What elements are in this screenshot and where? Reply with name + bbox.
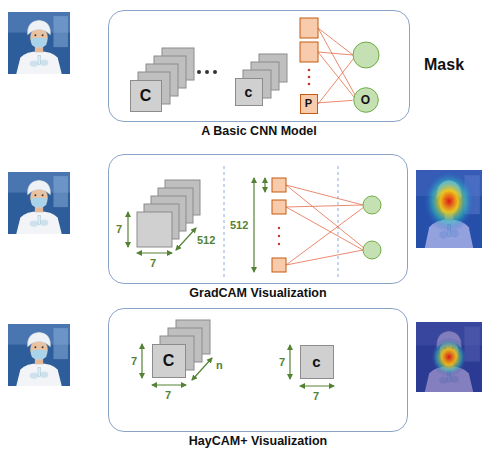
- feature-map-stack: [137, 180, 200, 247]
- dense-connections-part: [318, 28, 355, 95]
- dimension-arrows-part: [300, 385, 334, 386]
- dimension-arrows-part: [137, 252, 172, 253]
- dense-connections-part: [286, 207, 363, 250]
- dense-connections: [318, 28, 355, 104]
- panel-caption: A Basic CNN Model: [89, 124, 429, 138]
- neuron-column-part: [272, 178, 286, 192]
- separator-lines: [224, 166, 338, 278]
- class-label: Mask: [424, 58, 464, 71]
- output-neurons-part: [363, 241, 381, 259]
- dimension-arrows: [142, 344, 334, 386]
- dense-connections-part: [286, 250, 363, 265]
- dimension-label: 7: [313, 390, 319, 403]
- shape-label: O: [361, 94, 370, 106]
- output-neuron: [353, 42, 379, 68]
- panel-caption: GradCAM Visualization: [89, 286, 427, 300]
- neuron-column-part: [300, 42, 318, 62]
- input-photo: [8, 12, 70, 74]
- feature-map: c: [235, 78, 263, 106]
- dimension-label: 7: [279, 356, 285, 369]
- feature-map: c: [300, 345, 334, 379]
- dimension-label: n: [216, 359, 223, 372]
- dimension-arrows-part: [264, 178, 265, 192]
- dense-connections-part: [286, 185, 364, 248]
- neuron-column-part: [272, 200, 286, 214]
- neuron-circle: [353, 87, 378, 112]
- haycam-heatmap: [416, 322, 482, 392]
- vertical-dots-part: [308, 76, 311, 79]
- feature-map-stack: [243, 54, 287, 98]
- vertical-dots: [308, 69, 311, 86]
- output-neurons: [363, 196, 381, 259]
- dense-connections-part: [318, 58, 354, 104]
- dense-connections-part: [318, 28, 353, 55]
- dimension-arrows-part: [152, 384, 186, 385]
- feature-map: C: [130, 80, 162, 112]
- shape-label: c: [312, 354, 320, 369]
- shape-label: P: [305, 98, 312, 109]
- vertical-dots-part: [308, 83, 311, 86]
- dimension-label: 512: [197, 234, 215, 247]
- dimension-label: 7: [116, 223, 122, 236]
- dimension-arrows-part: [192, 358, 212, 380]
- separator-lines-part: [338, 166, 339, 278]
- panel-caption: HayCAM+ Visualization: [89, 434, 427, 448]
- dense-connections: [286, 185, 364, 265]
- neuron-column: [272, 178, 286, 272]
- dimension-arrows-part: [127, 212, 128, 247]
- ellipsis-dots: [197, 70, 217, 74]
- feature-map-stack: [138, 48, 194, 104]
- vertical-dots-part: [278, 243, 280, 245]
- dimension-arrows-part: [141, 344, 142, 378]
- feature-map: C: [152, 344, 186, 378]
- dense-connections-part: [286, 185, 363, 205]
- output-neuron: O: [353, 87, 379, 113]
- vertical-dots-part: [278, 227, 280, 229]
- dimension-label: 7: [165, 389, 171, 402]
- vertical-dots: [278, 227, 280, 245]
- feature-map-stack-part: [137, 212, 172, 247]
- gradcam-heatmap-part: [416, 170, 482, 248]
- haycam-panel: HayCAM+ VisualizationCc: [108, 308, 408, 432]
- neuron-column-part: [300, 18, 318, 38]
- output-neurons-part: [363, 196, 381, 214]
- vertical-dots-part: [308, 69, 311, 72]
- neuron-box: P: [300, 94, 318, 114]
- neuron-column: [300, 18, 318, 62]
- gradcam-heatmap-part: [416, 170, 482, 248]
- model-panel: A Basic CNN ModelCcPO: [108, 10, 410, 122]
- dimension-arrows: [128, 178, 265, 272]
- dimension-label: 7: [131, 355, 137, 368]
- gradcam-heatmap: [416, 170, 482, 248]
- dimension-arrows-part: [176, 228, 196, 250]
- shape-label: C: [163, 353, 175, 369]
- dense-connections-part: [318, 52, 354, 97]
- connection-line: [318, 100, 353, 103]
- dimension-label: 7: [150, 257, 156, 270]
- vertical-dots-part: [278, 235, 280, 237]
- input-photo: [8, 324, 70, 386]
- shape-label: C: [140, 88, 152, 104]
- separator-lines-part: [224, 166, 225, 278]
- input-photo: [8, 172, 70, 234]
- ellipsis-dots-part: [205, 70, 209, 74]
- haycam-heatmap-part: [416, 322, 482, 392]
- ellipsis-dots-part: [197, 70, 201, 74]
- dense-connections-part: [286, 205, 363, 207]
- shape-label: c: [245, 85, 253, 99]
- dense-connections-part: [318, 52, 353, 55]
- neuron-column-part: [272, 258, 286, 272]
- haycam-heatmap-part: [416, 322, 482, 392]
- dimension-label: 512: [230, 219, 248, 232]
- haycam-heatmap-part: [416, 322, 482, 392]
- dense-connections-part: [286, 207, 364, 265]
- gradcam-heatmap-part: [416, 170, 482, 248]
- dimension-arrows-part: [253, 178, 254, 272]
- ellipsis-dots-part: [213, 70, 217, 74]
- dimension-arrows-part: [289, 345, 290, 379]
